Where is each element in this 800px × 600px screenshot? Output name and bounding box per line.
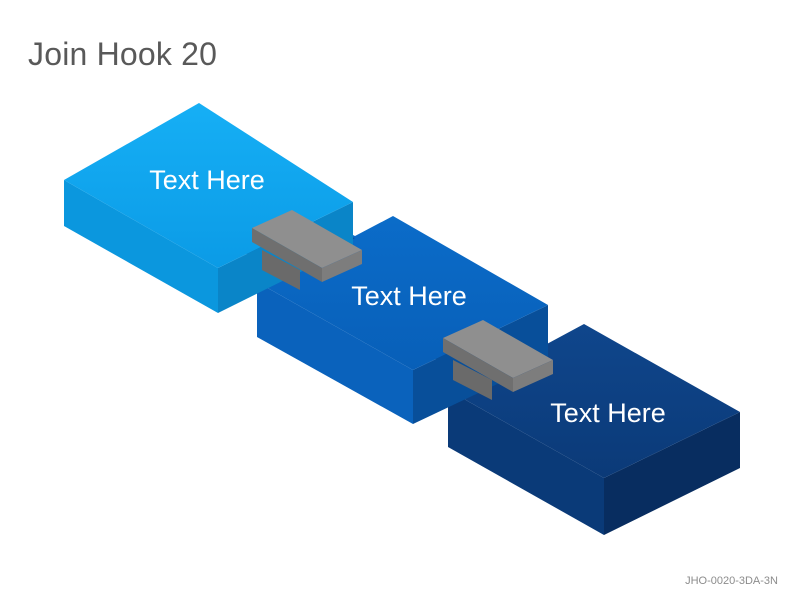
connector-2-front	[443, 338, 513, 392]
block-1-left-face	[64, 180, 218, 313]
block-3-left-face	[448, 390, 604, 535]
block-1-label: Text Here	[149, 165, 265, 195]
block-2-left-face	[257, 282, 413, 424]
connector-1-stem	[262, 250, 300, 290]
slide-title: Join Hook 20	[28, 36, 218, 72]
connector-2-side	[513, 360, 553, 392]
connector-1-side	[322, 250, 362, 282]
block-3-right-face	[604, 412, 740, 535]
connector-2-top	[443, 320, 553, 378]
connector-1	[252, 210, 362, 290]
connector-1-front	[252, 228, 322, 282]
connector-2-stem	[453, 360, 492, 400]
connector-2	[443, 320, 553, 400]
block-3-label: Text Here	[550, 398, 666, 428]
connector-1-top	[252, 210, 362, 268]
footer-code: JHO-0020-3DA-3N	[685, 575, 778, 587]
block-2-label: Text Here	[351, 281, 467, 311]
